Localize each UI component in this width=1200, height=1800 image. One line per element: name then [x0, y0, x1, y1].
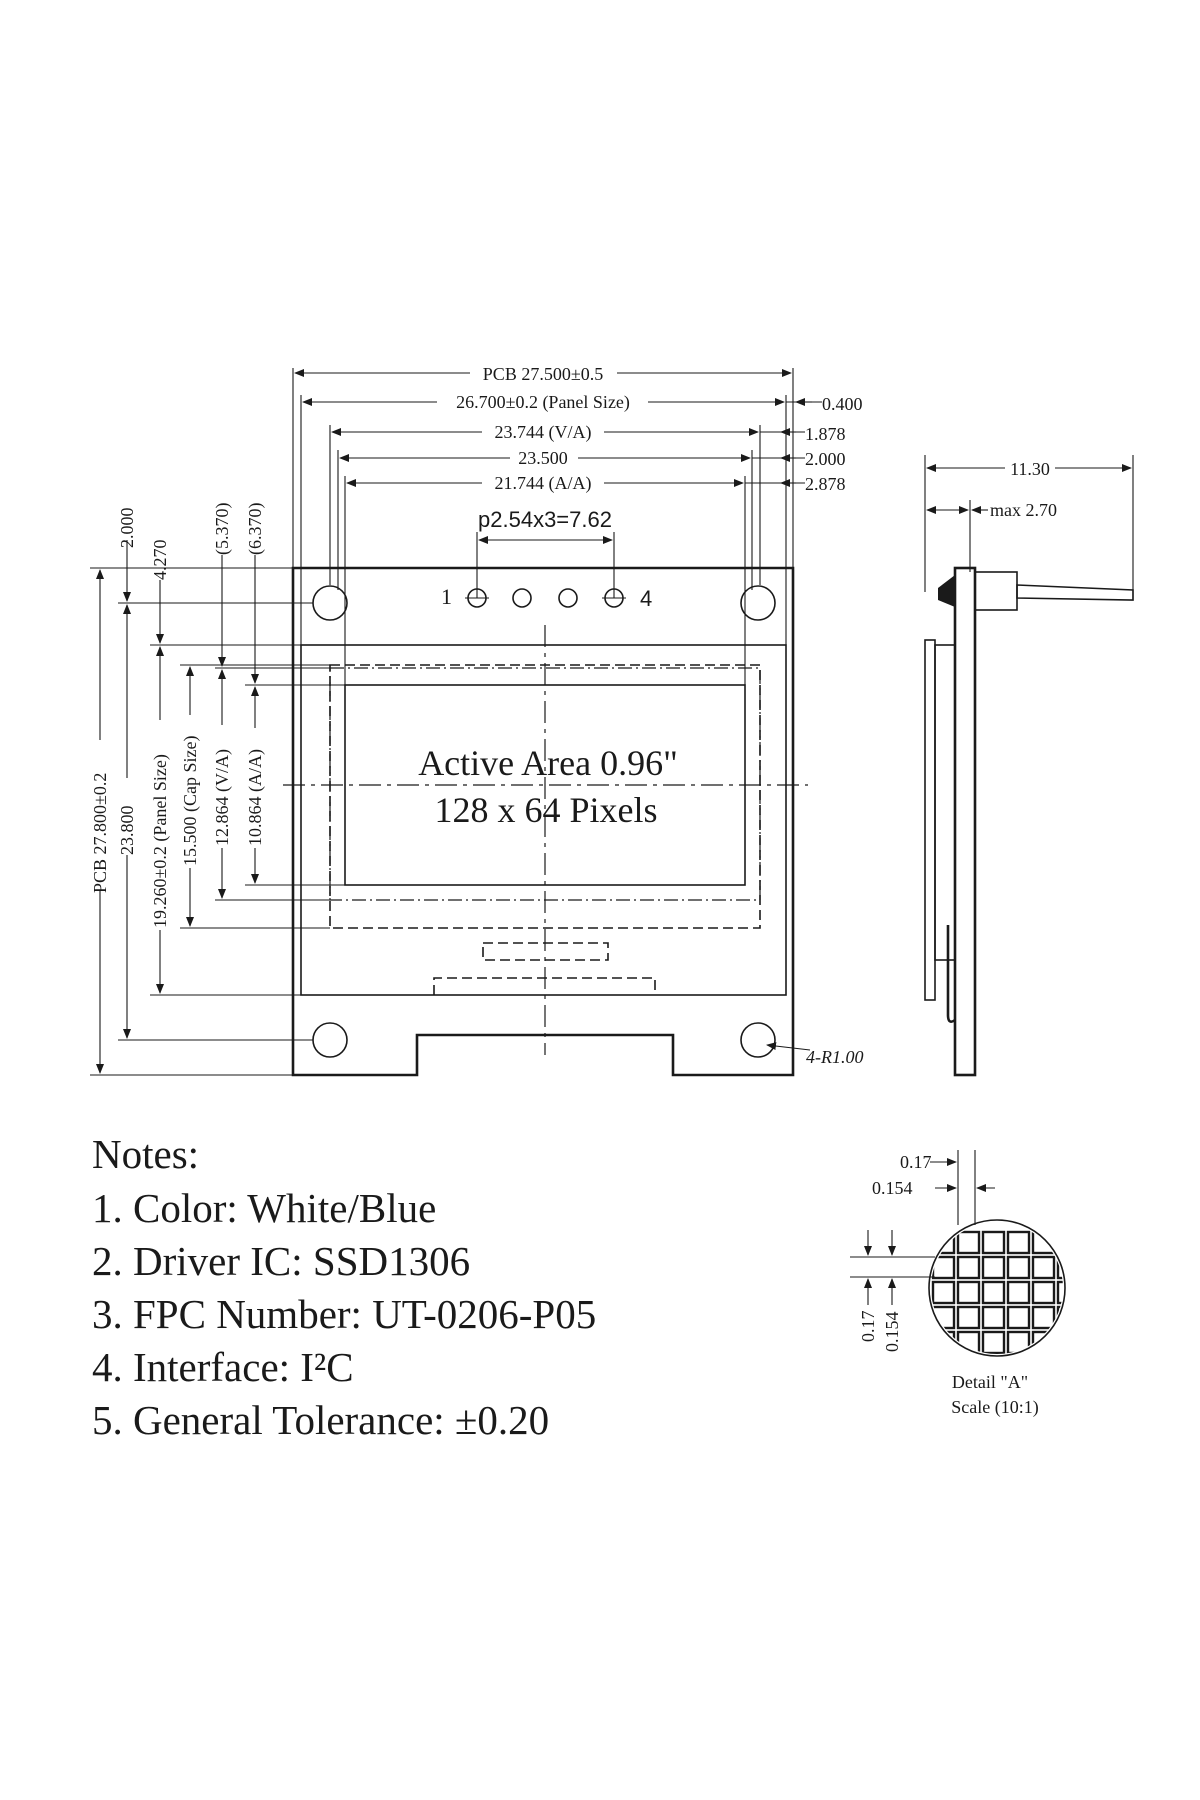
mount-hole	[312, 1022, 348, 1058]
detail-pixel-h: 0.154	[872, 1178, 913, 1198]
pcb-height-label: PCB 27.800±0.2	[90, 773, 110, 893]
detail-pixel	[1056, 1230, 1063, 1255]
detail-pixel	[1006, 1280, 1031, 1305]
detail-pixel	[1058, 1357, 1079, 1378]
detail-pixel	[1083, 1232, 1104, 1253]
detail-pixel	[1083, 1282, 1104, 1303]
detail-pixel	[1083, 1357, 1104, 1378]
detail-pixel	[1031, 1330, 1056, 1354]
pin-pitch-label: p2.54x3=7.62	[478, 507, 612, 532]
panel-width-label: 26.700±0.2 (Panel Size)	[456, 392, 630, 413]
detail-pixel	[981, 1330, 1006, 1354]
side-panel	[934, 644, 956, 961]
detail-pixel	[1083, 1382, 1104, 1403]
mount-hole	[740, 1022, 776, 1058]
top-dimensions: PCB 27.500±0.5 26.700±0.2 (Panel Size) 0…	[292, 364, 863, 685]
active-area-title: Active Area 0.96"	[418, 743, 678, 783]
detail-pixel	[1031, 1230, 1056, 1255]
va-width-label: 23.744 (V/A)	[495, 422, 592, 443]
detail-pixel	[1006, 1230, 1031, 1255]
aa-width-label: 21.744 (A/A)	[495, 473, 592, 494]
note-item: 3. FPC Number: UT-0206-P05	[92, 1291, 596, 1337]
left-6370-label: (6.370)	[245, 503, 266, 556]
side-header	[974, 571, 1018, 611]
offset-1878-label: 1.878	[805, 424, 846, 444]
detail-pixel	[981, 1230, 1006, 1255]
left-dimensions: 2.000 4.270 (5.370) (6.370) PCB 27.800±0…	[90, 503, 345, 1076]
offset-2000-label: 2.000	[805, 449, 846, 469]
pin-hole	[512, 588, 532, 608]
hole-radius-label: 4-R1.00	[806, 1047, 864, 1067]
cap-height-label: 15.500 (Cap Size)	[180, 736, 201, 866]
h-23800-label: 23.800	[117, 806, 137, 856]
side-pcb	[953, 566, 977, 1077]
left-5370-label: (5.370)	[212, 503, 233, 556]
side-pin	[1016, 584, 1134, 601]
detail-pixel	[1031, 1305, 1056, 1330]
side-fpc	[946, 925, 956, 1023]
pcb-width-label: PCB 27.500±0.5	[483, 364, 603, 384]
side-view: 11.30 max 2.70	[924, 455, 1134, 1077]
detail-pixel	[1056, 1280, 1063, 1305]
detail-pitch-h: 0.17	[900, 1152, 932, 1172]
side-max-label: max 2.70	[990, 500, 1057, 520]
detail-pixel	[1033, 1357, 1054, 1378]
mount-hole	[312, 585, 348, 621]
detail-pixel	[1083, 1257, 1104, 1278]
pin-1-label: 1	[441, 584, 452, 609]
side-glass	[924, 639, 936, 1001]
cap-width-label: 23.500	[518, 448, 568, 468]
pcb-outline	[291, 566, 795, 1077]
detail-pixel	[981, 1280, 1006, 1305]
detail-scale: Scale (10:1)	[951, 1397, 1038, 1418]
detail-pixel	[956, 1230, 981, 1255]
pin-4-label: 4	[640, 586, 652, 611]
detail-a: 0.17 0.154 0.17 0.154 Detail "A" Scale (…	[850, 1150, 1104, 1418]
detail-pixel	[981, 1255, 1006, 1280]
note-item: 1. Color: White/Blue	[92, 1185, 436, 1231]
va-height-label: 12.864 (V/A)	[212, 749, 233, 846]
offset-2878-label: 2.878	[805, 474, 846, 494]
detail-pixel	[931, 1280, 956, 1305]
note-item: 4. Interface: I²C	[92, 1344, 354, 1390]
panel-outline	[300, 644, 787, 996]
left-2000-label: 2.000	[117, 508, 137, 549]
offset-0400-label: 0.400	[822, 394, 863, 414]
detail-pixel	[956, 1280, 981, 1305]
detail-pixel	[1031, 1280, 1056, 1305]
detail-pixel	[1083, 1307, 1104, 1328]
detail-pixel	[956, 1255, 981, 1280]
notes: Notes: 1. Color: White/Blue 2. Driver IC…	[92, 1131, 596, 1443]
detail-pixel	[1058, 1382, 1079, 1403]
detail-pixel	[931, 1330, 956, 1354]
detail-pixel	[1056, 1330, 1063, 1354]
note-item: 5. General Tolerance: ±0.20	[92, 1397, 549, 1443]
front-view: Active Area 0.96" 128 x 64 Pixels 1 4 4-…	[283, 566, 864, 1077]
panel-height-label: 19.260±0.2 (Panel Size)	[150, 754, 171, 928]
mount-hole	[740, 585, 776, 621]
detail-pixel	[1031, 1255, 1056, 1280]
detail-pixel	[1006, 1255, 1031, 1280]
detail-caption: Detail "A"	[952, 1372, 1028, 1392]
detail-pixel	[931, 1230, 956, 1255]
left-4270-label: 4.270	[150, 540, 170, 581]
detail-pixel	[933, 1357, 954, 1378]
aa-height-label: 10.864 (A/A)	[245, 749, 266, 846]
notes-title: Notes:	[92, 1131, 199, 1177]
side-total-label: 11.30	[1010, 459, 1050, 479]
detail-pixel	[1056, 1255, 1063, 1280]
pin-hole	[558, 588, 578, 608]
detail-pixel	[931, 1255, 956, 1280]
note-item: 2. Driver IC: SSD1306	[92, 1238, 470, 1284]
detail-circle	[928, 1219, 1066, 1357]
detail-pitch-v: 0.17	[858, 1311, 878, 1343]
detail-pixel	[981, 1305, 1006, 1330]
detail-pixel	[956, 1305, 981, 1330]
detail-pixel	[1006, 1305, 1031, 1330]
active-area-resolution: 128 x 64 Pixels	[434, 790, 657, 830]
detail-pixel-v: 0.154	[882, 1312, 902, 1353]
side-solder	[938, 575, 955, 607]
detail-pixel	[1083, 1332, 1104, 1353]
